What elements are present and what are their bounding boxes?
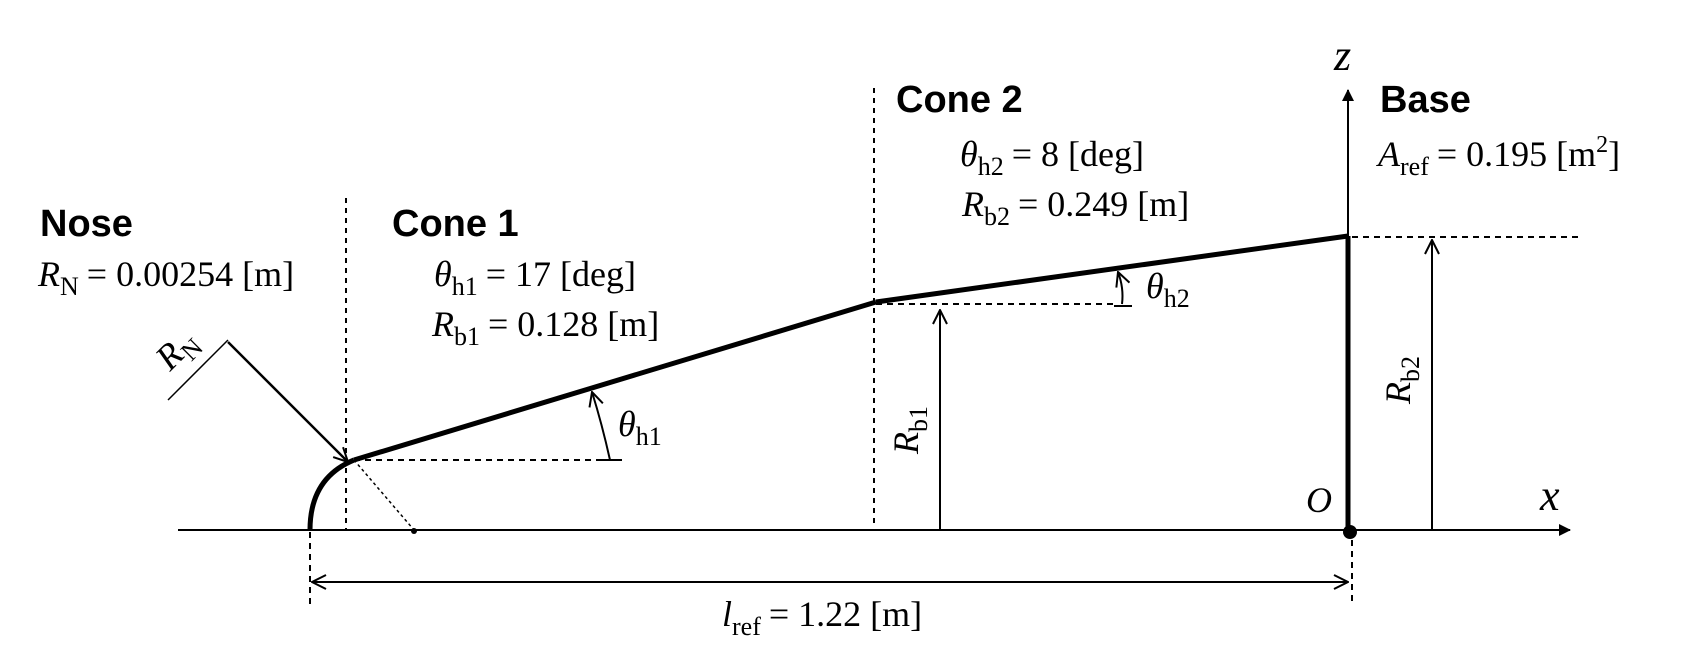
cone2-title: Cone 2	[896, 79, 1023, 121]
nose-radius-formula: RN= 0.00254 [m]	[37, 254, 294, 301]
rb1-label: Rb1	[886, 406, 933, 455]
cone2-radius-formula: Rb2= 0.249 [m]	[961, 184, 1189, 231]
nose-center-line	[353, 459, 415, 531]
x-axis-label: x	[1539, 471, 1560, 520]
cone2-angle-formula: θh2= 8 [deg]	[960, 134, 1144, 181]
cone1-angle-formula: θh1= 17 [deg]	[434, 254, 636, 301]
rn-label: RN	[147, 320, 209, 382]
cone2-surface	[875, 233, 1349, 305]
z-axis-label: z	[1333, 31, 1351, 80]
rn-leader	[167, 339, 229, 401]
nose-title: Nose	[40, 203, 133, 245]
cone1-radius-formula: Rb1= 0.128 [m]	[431, 304, 659, 351]
lref-formula: lref= 1.22 [m]	[722, 594, 922, 641]
origin-point	[1343, 525, 1357, 539]
rb2-label: Rb2	[1378, 356, 1425, 405]
origin-label: O	[1306, 480, 1332, 520]
theta-h2-arc	[1118, 272, 1123, 305]
rn-arrow	[227, 341, 348, 462]
nose-center-point	[411, 528, 417, 534]
base-title: Base	[1380, 79, 1471, 121]
theta-h1-arc	[592, 392, 611, 461]
theta-h2-label: θh2	[1146, 266, 1190, 313]
cone1-title: Cone 1	[392, 203, 519, 245]
nose-arc	[307, 457, 355, 531]
theta-h1-label: θh1	[618, 404, 662, 451]
cone1-surface	[353, 299, 877, 463]
base-area-formula: Aref= 0.195 [m2]	[1376, 132, 1620, 181]
